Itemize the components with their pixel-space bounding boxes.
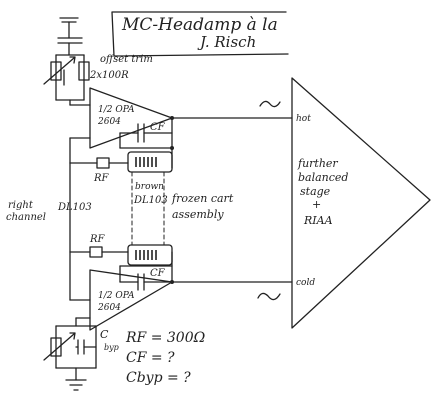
further-label-3: stage: [300, 185, 331, 198]
cartridge-coil-bottom: [127, 244, 173, 266]
feedback-bottom: [119, 251, 174, 291]
opamp-bottom: [69, 269, 293, 331]
opamp-top-label-a: 1/2 OPA: [98, 105, 135, 115]
rf-top: [96, 157, 110, 169]
offset-value-label: 2x100R: [89, 70, 129, 81]
offset-trim-network-bottom: [43, 317, 97, 391]
title-line2: J. Risch: [197, 33, 256, 51]
frozen-cart-label: frozen cart: [171, 192, 234, 205]
cartridge-coil-top: [127, 151, 173, 173]
hot-label: hot: [296, 114, 311, 124]
further-label-2: balanced: [298, 171, 348, 184]
c-byp-label-byp: byp: [104, 343, 119, 352]
cf-top-label: CF: [150, 122, 166, 133]
eq-cf: CF = ?: [126, 350, 175, 366]
offset-trim-network-top: [43, 17, 90, 106]
c-byp-label-c: C: [100, 328, 109, 341]
opamp-bottom-label-a: 1/2 OPA: [98, 291, 135, 301]
eq-cbyp: Cbyp = ?: [126, 370, 191, 386]
title-box: [111, 11, 289, 57]
cold-signal-mark: [257, 292, 281, 301]
further-label-4: +: [312, 198, 321, 211]
opamp-top-label-b: 2604: [97, 117, 121, 127]
further-label-5: RIAA: [303, 214, 333, 227]
hot-signal-mark: [259, 100, 281, 108]
cold-label: cold: [296, 278, 315, 288]
right-channel-label-b: channel: [6, 212, 46, 223]
cf-bottom-label: CF: [150, 268, 166, 279]
dl103-left-label: DL103: [57, 202, 92, 213]
opamp-bottom-label-b: 2604: [97, 303, 121, 313]
rf-bottom-label: RF: [89, 234, 106, 245]
dl103-mid-label: DL103: [133, 195, 168, 206]
title-line1: MC-Headamp à la: [121, 15, 278, 35]
brown-label: brown: [135, 182, 164, 192]
rf-bottom: [89, 246, 103, 258]
rf-top-label: RF: [93, 173, 110, 184]
right-channel-label-a: right: [8, 200, 34, 211]
balanced-stage-triangle: [291, 77, 431, 329]
frozen-assembly-label: assembly: [172, 208, 224, 221]
offset-trim-label: offset trim: [100, 54, 153, 65]
further-label-1: further: [297, 157, 338, 170]
eq-rf: RF = 300Ω: [125, 330, 206, 346]
